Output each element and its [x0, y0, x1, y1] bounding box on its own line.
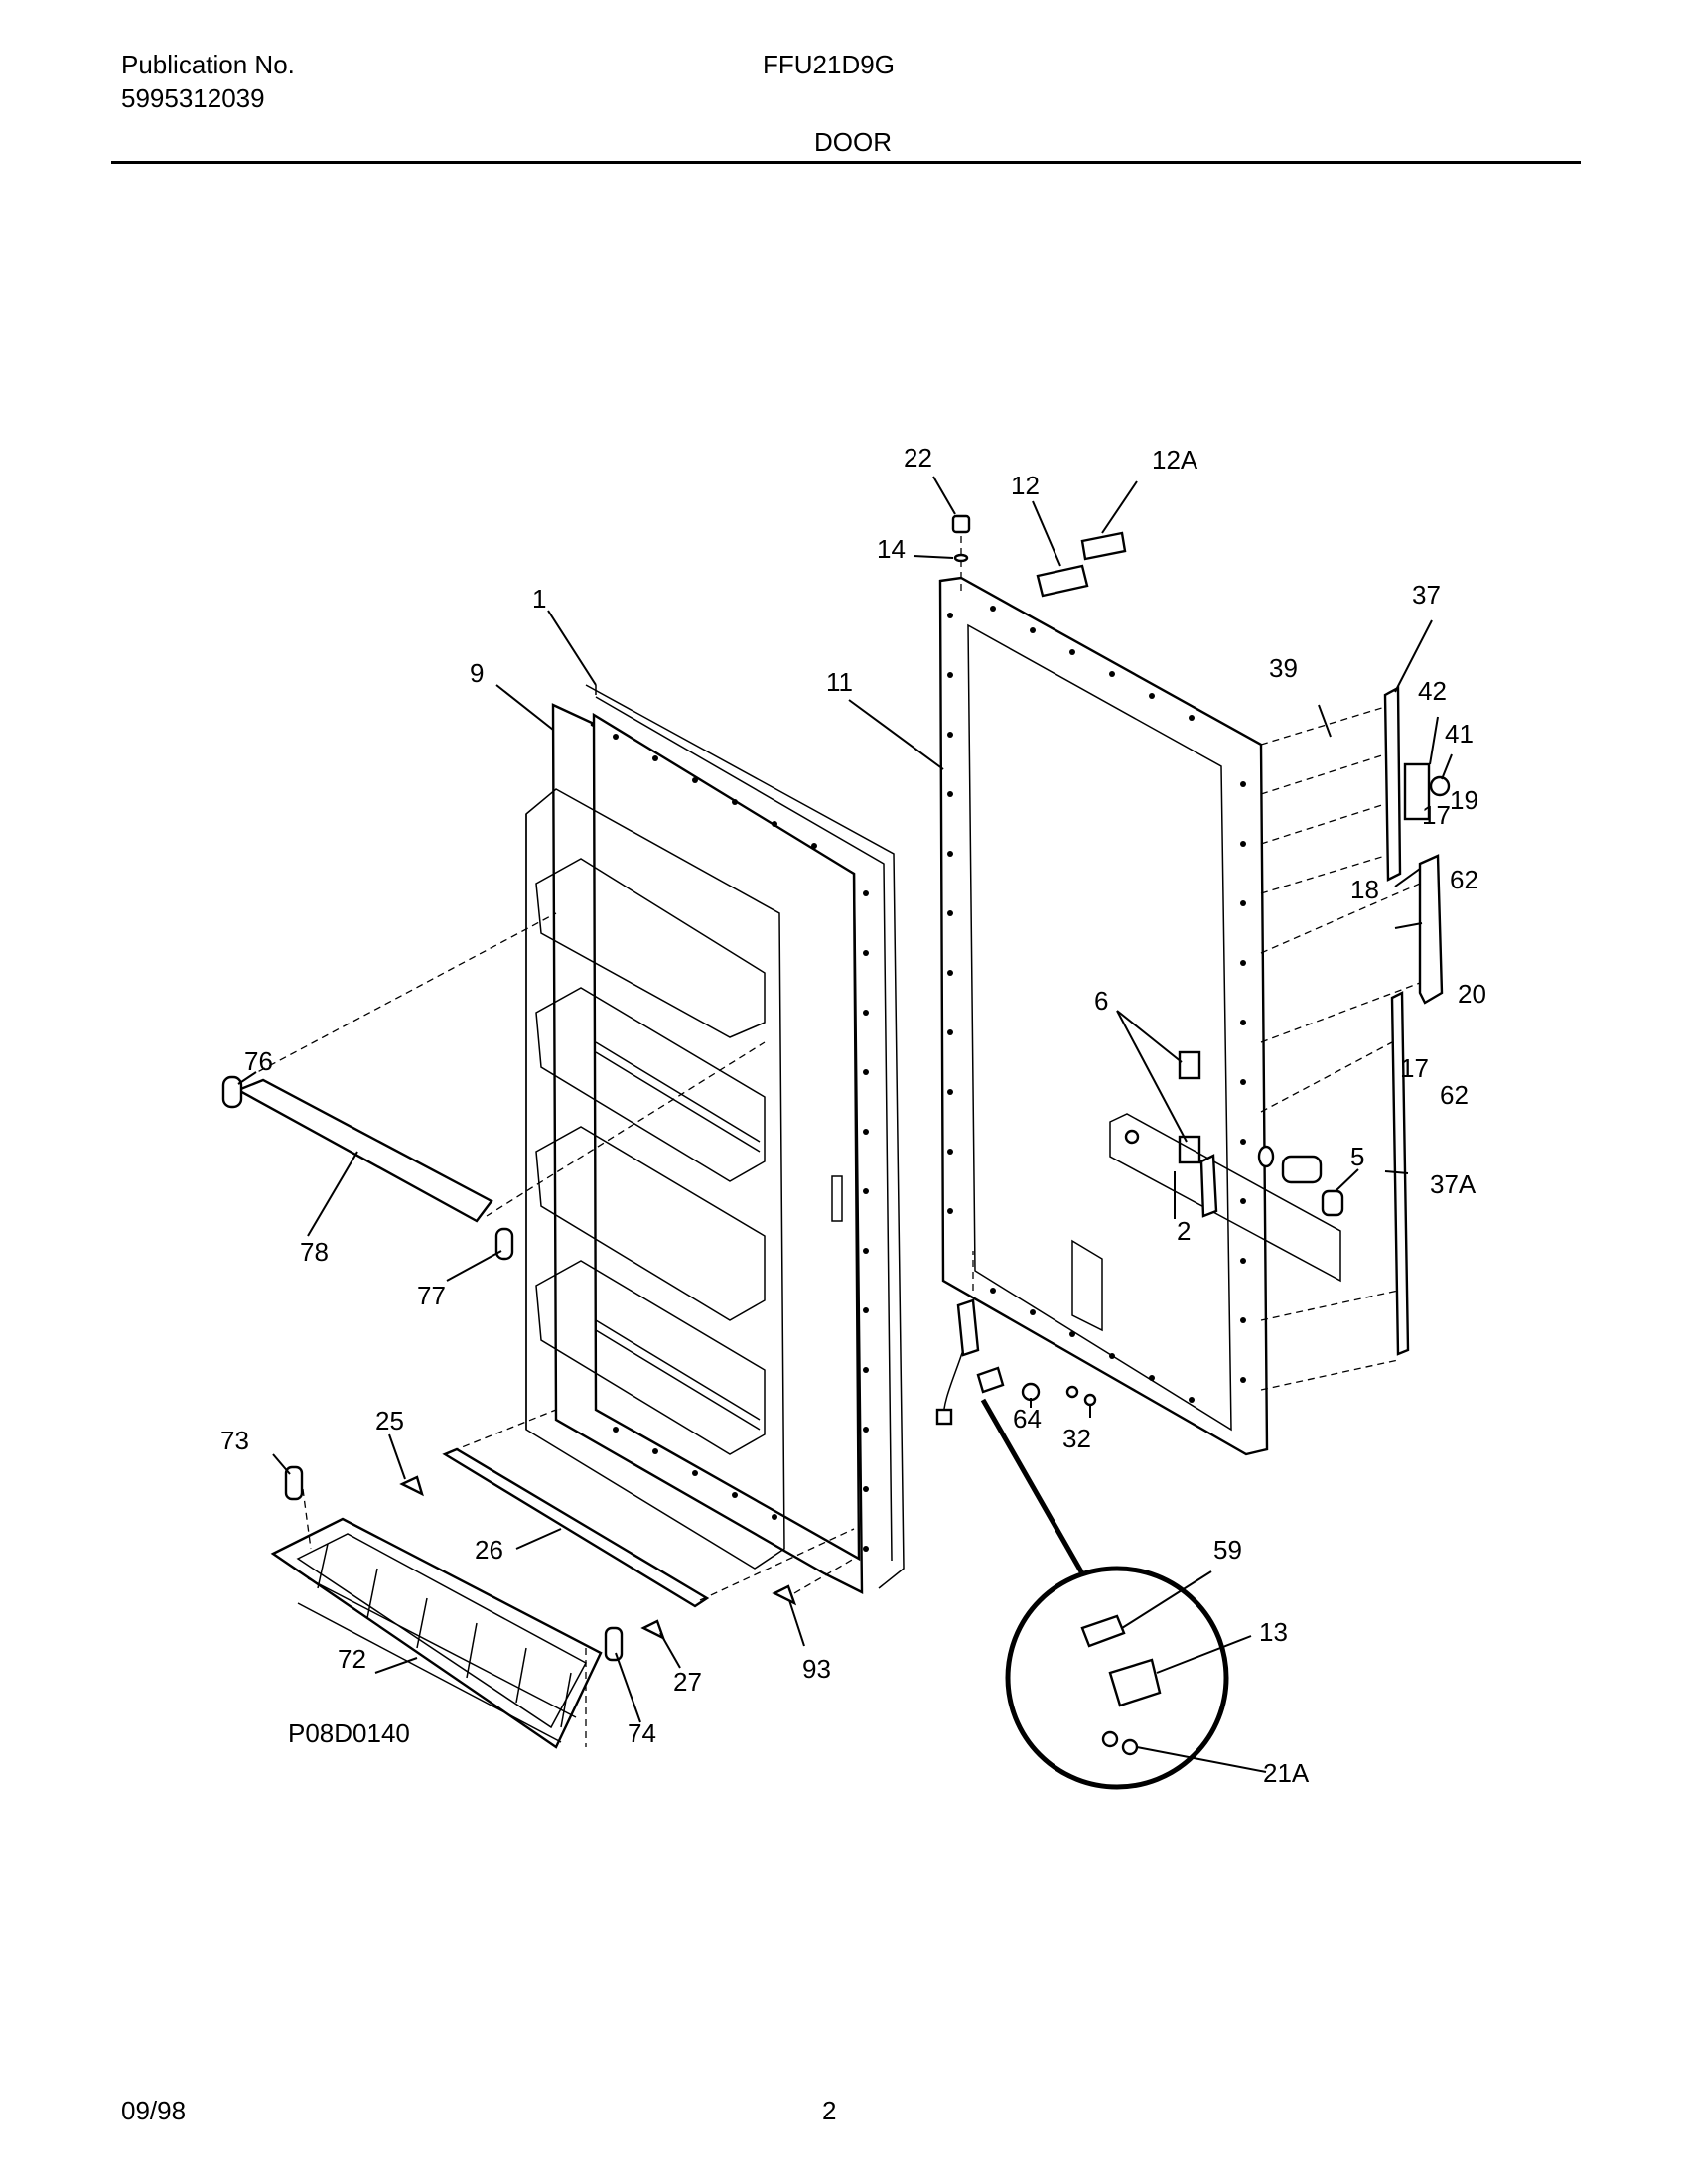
callout-42: 42	[1418, 676, 1447, 706]
callout-2: 2	[1177, 1216, 1191, 1246]
callout-78: 78	[300, 1237, 329, 1267]
callout-62-lower: 62	[1440, 1080, 1469, 1110]
model-number: FFU21D9G	[763, 50, 895, 79]
callout-11: 11	[826, 667, 853, 697]
callout-64: 64	[1013, 1404, 1042, 1433]
publication-number: 5995312039	[121, 83, 265, 113]
callout-22: 22	[904, 443, 932, 473]
callout-74: 74	[628, 1718, 656, 1748]
cap-76	[221, 1075, 243, 1109]
callout-18: 18	[1350, 875, 1379, 904]
callout-37: 37	[1412, 580, 1441, 610]
callout-72: 72	[338, 1644, 366, 1674]
callout-76: 76	[244, 1046, 273, 1076]
screw-93	[772, 1584, 797, 1606]
callout-32: 32	[1062, 1424, 1091, 1453]
door-shelves	[535, 858, 766, 1455]
callout-41: 41	[1445, 719, 1474, 749]
bracket-74	[604, 1626, 624, 1662]
part-13	[1108, 1658, 1162, 1707]
lower-hinge-assembly	[935, 1251, 1041, 1426]
cap-77	[494, 1227, 514, 1261]
callout-62-upper: 62	[1450, 865, 1478, 894]
callout-6: 6	[1094, 986, 1108, 1016]
callout-19: 19	[1450, 785, 1478, 815]
leader-lines	[237, 476, 1453, 1773]
screws-21a	[1101, 1730, 1139, 1756]
callout-20: 20	[1458, 979, 1486, 1009]
section-title: DOOR	[814, 127, 892, 157]
callout-12a: 12A	[1152, 445, 1198, 475]
footer-page-number: 2	[822, 2096, 837, 2125]
liner-holes	[613, 734, 869, 1552]
callout-5: 5	[1350, 1142, 1364, 1171]
bracket-6-lower	[1178, 1135, 1201, 1164]
door-liner	[525, 684, 905, 1594]
callout-17-upper: 17	[1422, 800, 1451, 830]
screw-32-b	[1083, 1393, 1097, 1407]
callout-17-lower: 17	[1400, 1053, 1429, 1083]
label-plate-12a	[1080, 531, 1127, 561]
callout-25: 25	[375, 1406, 404, 1435]
bar-26	[442, 1409, 855, 1608]
callout-21a: 21A	[1263, 1758, 1310, 1788]
screw-27	[640, 1619, 666, 1641]
bracket-73	[284, 1465, 304, 1501]
diagram-code: P08D0140	[288, 1718, 410, 1748]
outer-door-panel	[938, 576, 1269, 1456]
callout-1: 1	[532, 584, 546, 614]
callout-37a: 37A	[1430, 1169, 1477, 1199]
bracket-6-upper	[1178, 1050, 1201, 1080]
callout-93: 93	[802, 1654, 831, 1684]
callout-12: 12	[1011, 471, 1040, 500]
callout-27: 27	[673, 1667, 702, 1697]
hinge-bracket-37	[1260, 686, 1451, 894]
callout-14: 14	[877, 534, 906, 564]
callout-59: 59	[1213, 1535, 1242, 1565]
header-rule	[111, 161, 1581, 164]
detail-circle	[980, 1398, 1229, 1790]
callout-39: 39	[1269, 653, 1298, 683]
callout-9: 9	[470, 658, 484, 688]
callout-77: 77	[417, 1281, 446, 1310]
screw-25	[399, 1475, 424, 1497]
lock-cylinder-5	[1257, 1145, 1344, 1217]
panel-holes	[947, 606, 1246, 1403]
latch-2	[1109, 1113, 1341, 1283]
part-59	[1080, 1614, 1126, 1648]
trim-78	[221, 912, 766, 1261]
callout-labels: 1 2 5 6 9 11 12 12A 13 14 17 17 18 19 20…	[220, 443, 1486, 1788]
handle-18	[1260, 854, 1444, 1043]
callout-26: 26	[475, 1535, 503, 1565]
screw-22	[951, 514, 971, 534]
callout-73: 73	[220, 1426, 249, 1455]
publication-label: Publication No.	[121, 50, 295, 79]
footer-date: 09/98	[121, 2096, 187, 2125]
callout-13: 13	[1259, 1617, 1288, 1647]
screw-32-a	[1065, 1385, 1079, 1399]
label-plate-12	[1036, 564, 1089, 598]
basket-72	[270, 1517, 603, 1749]
